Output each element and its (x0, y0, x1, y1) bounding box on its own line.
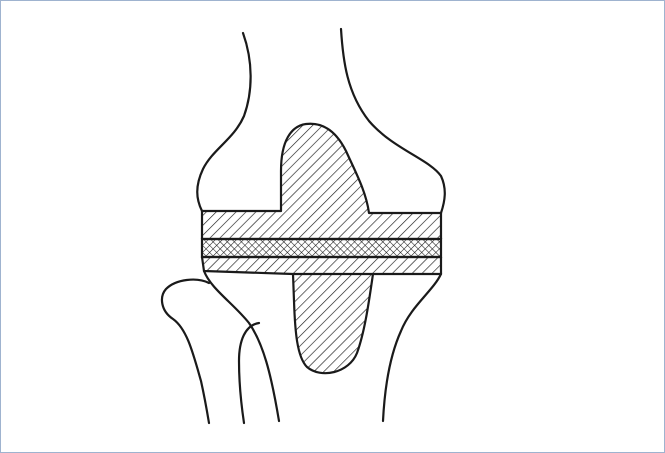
fibula (162, 280, 259, 423)
polyethylene-insert (202, 239, 441, 257)
femoral-component (202, 124, 441, 239)
